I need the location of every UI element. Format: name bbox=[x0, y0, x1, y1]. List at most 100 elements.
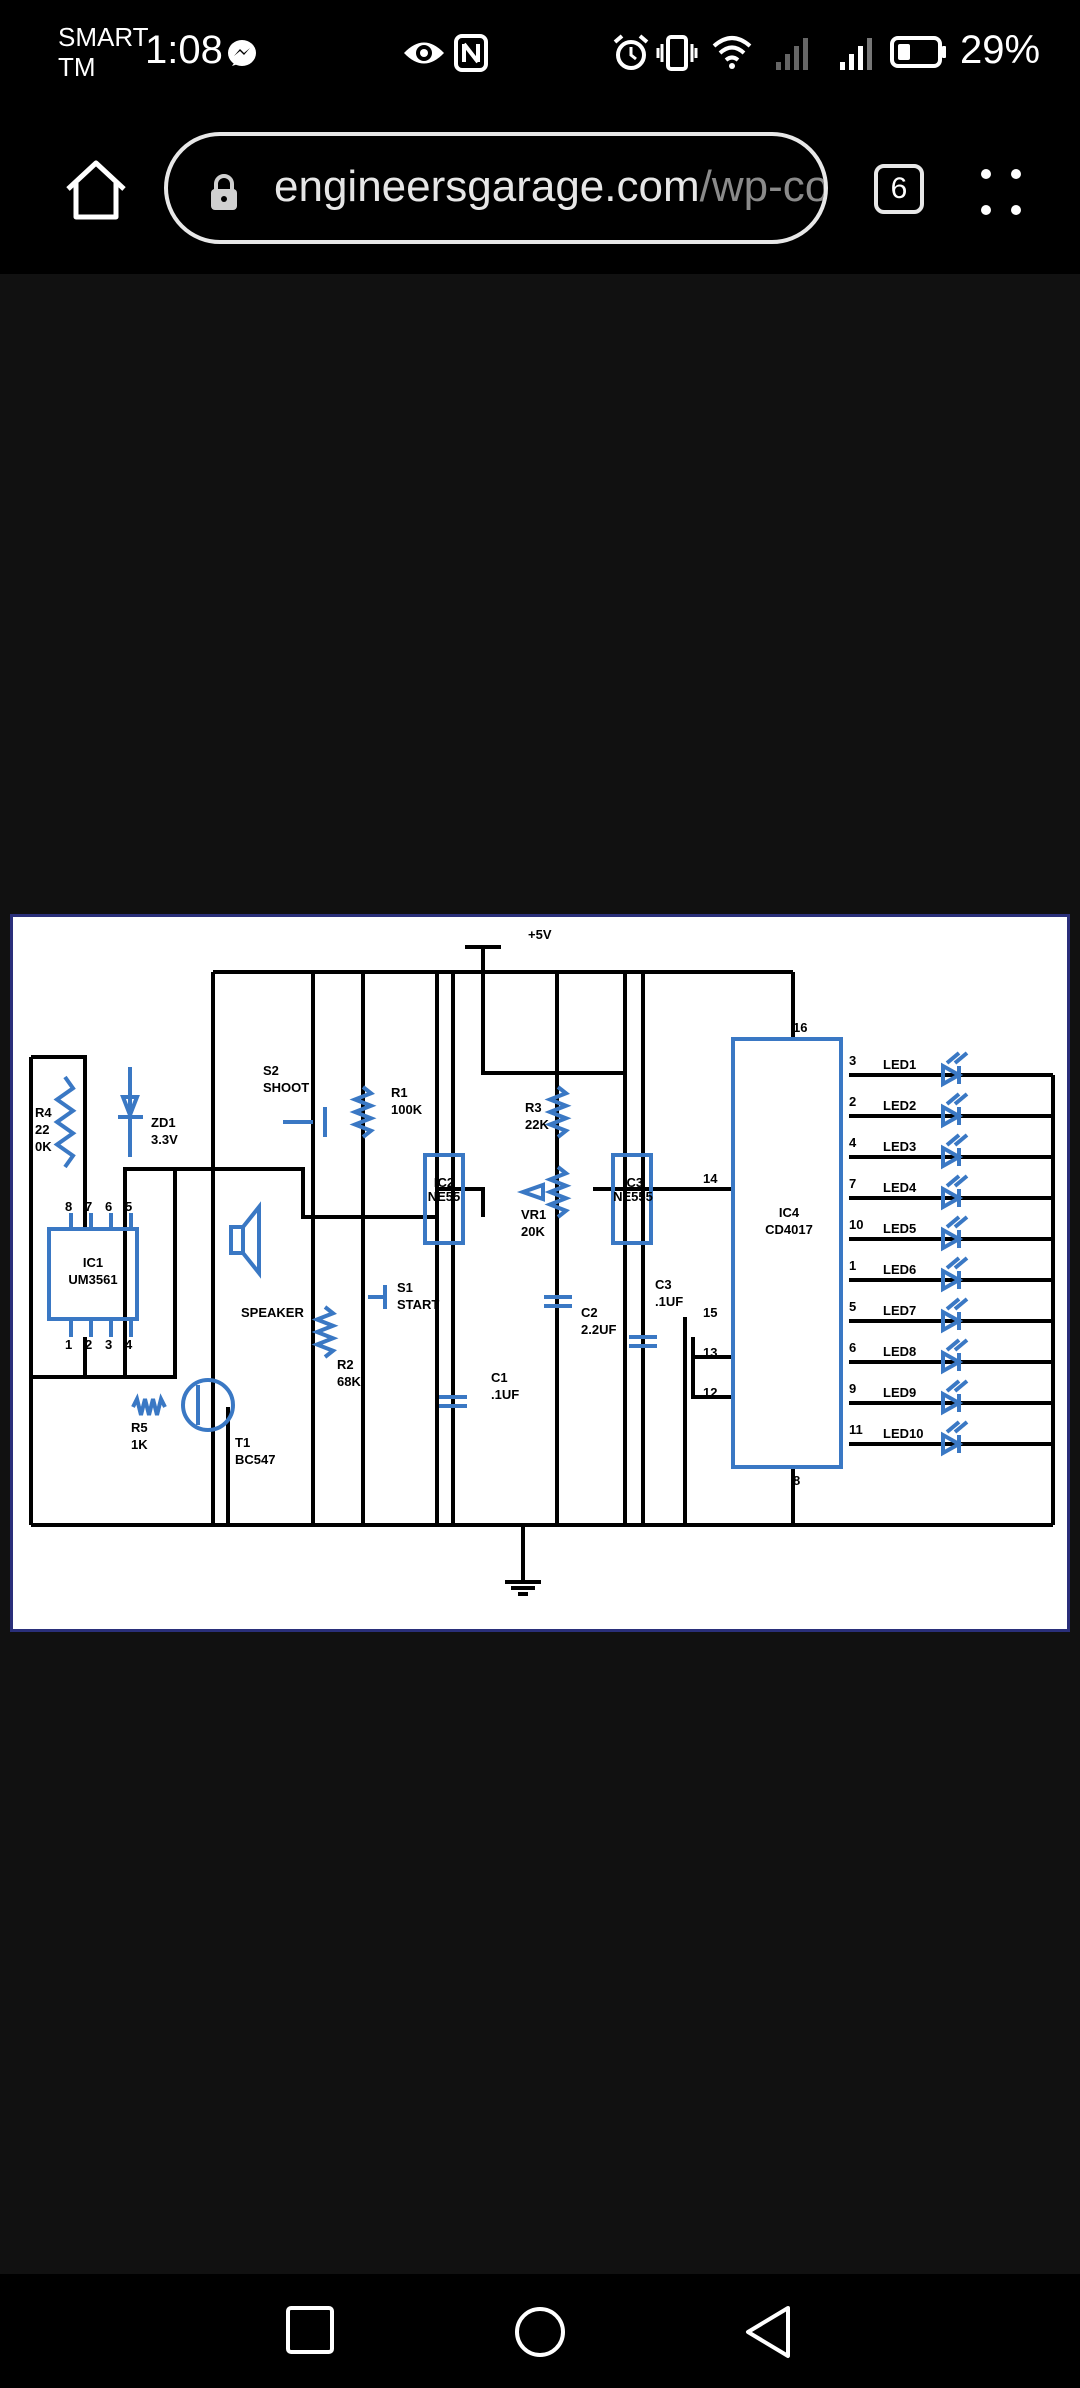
led-label: LED1 bbox=[883, 1057, 916, 1072]
led-label: LED10 bbox=[883, 1426, 923, 1441]
zd1-label: 3.3V bbox=[151, 1132, 178, 1147]
ic4-output-pin: 5 bbox=[849, 1299, 856, 1314]
zd1-label: ZD1 bbox=[151, 1115, 176, 1130]
home-icon[interactable] bbox=[60, 155, 132, 227]
ic4-pin-number: 12 bbox=[703, 1385, 717, 1400]
led-8 bbox=[941, 1349, 964, 1375]
speaker-label: SPEAKER bbox=[241, 1305, 304, 1320]
url-path: /wp-cor bbox=[699, 162, 828, 211]
led-label: LED9 bbox=[883, 1385, 916, 1400]
wifi-icon bbox=[712, 36, 752, 69]
ic4-pin-number: 14 bbox=[703, 1171, 718, 1186]
led-5 bbox=[941, 1226, 964, 1252]
ic4-body bbox=[731, 1037, 843, 1469]
carrier-name: SMART TM bbox=[58, 22, 149, 82]
t1-transistor bbox=[181, 1378, 235, 1432]
led-4 bbox=[941, 1185, 964, 1211]
led-1 bbox=[941, 1062, 964, 1088]
ic3-body bbox=[611, 1153, 653, 1245]
led-label: LED5 bbox=[883, 1221, 916, 1236]
r1-label: 100K bbox=[391, 1102, 423, 1117]
led-3 bbox=[941, 1144, 964, 1170]
led-arrow bbox=[953, 1338, 969, 1352]
alarm-icon bbox=[613, 34, 649, 70]
led-arrow bbox=[945, 1256, 961, 1270]
led-arrow bbox=[945, 1174, 961, 1188]
t1-label: BC547 bbox=[235, 1452, 275, 1467]
recents-button[interactable] bbox=[284, 2304, 336, 2356]
wire bbox=[83, 1169, 177, 1379]
ic1-pin-number: 1 bbox=[65, 1337, 72, 1352]
ic4-pin-number: 15 bbox=[703, 1305, 717, 1320]
ic2-body bbox=[423, 1153, 465, 1245]
led-arrow bbox=[953, 1133, 969, 1147]
tab-switcher-button[interactable]: 6 bbox=[874, 164, 924, 214]
ic1-pin-number: 8 bbox=[65, 1199, 72, 1214]
led-label: LED8 bbox=[883, 1344, 916, 1359]
ic2-label: NE55 bbox=[428, 1189, 461, 1204]
ic4-output-pin: 10 bbox=[849, 1217, 863, 1232]
url-text: engineersgarage.com/wp-cor bbox=[274, 162, 828, 212]
messenger-icon bbox=[228, 40, 256, 66]
led-arrow bbox=[953, 1379, 969, 1393]
ic4-output-pin: 6 bbox=[849, 1340, 856, 1355]
r2-label: R2 bbox=[337, 1357, 354, 1372]
more-options-icon[interactable] bbox=[976, 162, 1026, 222]
r4-label: 0K bbox=[35, 1139, 52, 1154]
r2-label: 68K bbox=[337, 1374, 361, 1389]
c2-label: C2 bbox=[581, 1305, 598, 1320]
home-button[interactable] bbox=[512, 2304, 568, 2360]
r1-resistor bbox=[349, 1085, 377, 1139]
led-arrow bbox=[953, 1215, 969, 1229]
speaker-symbol bbox=[241, 1201, 261, 1279]
led-arrow bbox=[945, 1051, 961, 1065]
clock: 1:08 bbox=[145, 28, 223, 72]
ic1-pin-number: 4 bbox=[125, 1337, 133, 1352]
signal-icon bbox=[840, 38, 872, 70]
vibrate-icon bbox=[656, 35, 698, 71]
battery-icon bbox=[890, 36, 946, 68]
url-bar[interactable]: engineersgarage.com/wp-cor bbox=[164, 132, 828, 244]
ic3-label: IC3 bbox=[623, 1175, 643, 1190]
led-6 bbox=[941, 1267, 964, 1293]
t1-label: T1 bbox=[235, 1435, 250, 1450]
led-arrow bbox=[953, 1174, 969, 1188]
nfc-icon bbox=[454, 34, 488, 72]
system-navigation-bar bbox=[0, 2274, 1080, 2388]
supply-label: +5V bbox=[528, 927, 552, 942]
vr1-label: VR1 bbox=[521, 1207, 546, 1222]
ic4-pin-number: 16 bbox=[793, 1020, 807, 1035]
ic1-pin-number: 7 bbox=[85, 1199, 92, 1214]
led-label: LED6 bbox=[883, 1262, 916, 1277]
r4-label: 22 bbox=[35, 1122, 49, 1137]
s2-label: SHOOT bbox=[263, 1080, 309, 1095]
led-arrow bbox=[945, 1297, 961, 1311]
s2-label: S2 bbox=[263, 1063, 279, 1078]
led-10 bbox=[941, 1431, 964, 1457]
led-arrow bbox=[953, 1420, 969, 1434]
ic4-label: IC4 bbox=[779, 1205, 800, 1220]
r1-label: R1 bbox=[391, 1085, 408, 1100]
r4-label: R4 bbox=[35, 1105, 52, 1120]
r5-label: R5 bbox=[131, 1420, 148, 1435]
ic4-label: CD4017 bbox=[765, 1222, 813, 1237]
led-arrow bbox=[953, 1256, 969, 1270]
status-bar: SMART TM 1:08 2 bbox=[0, 0, 1080, 110]
led-arrow bbox=[945, 1420, 961, 1434]
back-button[interactable] bbox=[742, 2304, 794, 2360]
ic4-output-pin: 7 bbox=[849, 1176, 856, 1191]
led-arrow bbox=[945, 1133, 961, 1147]
led-label: LED3 bbox=[883, 1139, 916, 1154]
r2-resistor bbox=[311, 1305, 339, 1359]
lock-icon bbox=[211, 174, 237, 210]
ic4-output-pin: 4 bbox=[849, 1135, 857, 1150]
ic1-pin-number: 3 bbox=[105, 1337, 112, 1352]
led-arrow bbox=[945, 1092, 961, 1106]
r3-label: R3 bbox=[525, 1100, 542, 1115]
ic1-label: IC1 bbox=[83, 1255, 103, 1270]
ic1-pin-number: 5 bbox=[125, 1199, 132, 1214]
s1-label: START bbox=[397, 1297, 439, 1312]
